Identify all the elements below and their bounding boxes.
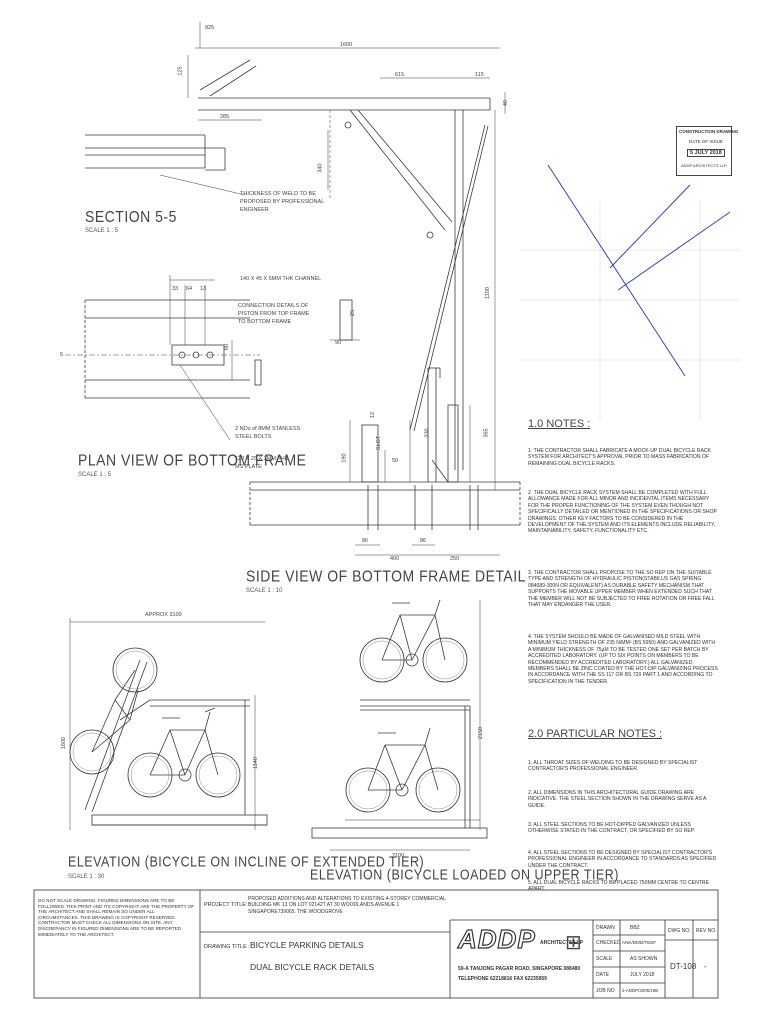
connection-callout: CONNECTION DETAILS OF PISTON FROM TOP FR… — [238, 303, 310, 325]
job-value: 2-ADDP/2005/19B — [622, 988, 659, 993]
dim-330: 330 — [424, 428, 431, 438]
drawing-title-1: BICYCLE PARKING DETAILS — [250, 940, 364, 950]
dim-125: 125 — [177, 66, 184, 76]
project-title: PROPOSED ADDITIONS AND ALTERATIONS TO EX… — [248, 896, 446, 915]
checked-value: ANK/DMD/TEEF — [622, 940, 657, 945]
dim-5: 5 — [60, 352, 64, 358]
dim-2150: 2150 — [478, 726, 485, 740]
drawn-value: BBZ — [630, 925, 640, 931]
side-view-drawing — [249, 367, 521, 556]
dim-190: 190 — [341, 453, 348, 463]
section-title: SECTION 5-5 — [85, 206, 177, 226]
section-scale: SCALE 1 : 5 — [85, 228, 119, 234]
particular-note-2: 2. ALL DIMENSIONS IN THIS ARCHITECTURAL … — [528, 790, 707, 809]
particular-note-4: 4. ALL STEEL SECTIONS TO BE DESIGNED BY … — [528, 850, 717, 869]
note-2: 2. THE DUAL BICYCLE RACK SYSTEM SHALL BE… — [528, 490, 717, 535]
stamp-date-label: DATE OF ISSUE — [689, 139, 723, 144]
elevation2-title: ELEVATION (BICYCLE LOADED ON UPPER TIER) — [310, 866, 619, 884]
dim-250: 250 — [450, 556, 460, 562]
dim-40: 40 — [503, 99, 510, 107]
dim-33: 33 — [172, 286, 179, 292]
dim-12: 12 — [370, 411, 377, 419]
dim-615: 615 — [395, 72, 405, 78]
drawn-label: DRAWN — [596, 925, 615, 931]
dim-1600-elev: 1600 — [61, 736, 68, 750]
dim-3100: APPROX 3100 — [145, 612, 182, 618]
plan-view-drawing — [65, 275, 360, 441]
drawing-title-2: DUAL BICYCLE RACK DETAILS — [250, 962, 375, 972]
weld-callout: THICKNESS OF WELD TO BE PROPOSED BY PROF… — [240, 191, 325, 213]
date-value: JULY 2018 — [630, 972, 655, 978]
job-label: JOB NO — [596, 988, 615, 994]
dim-50: 50 — [392, 458, 399, 464]
dim-1600: 1600 — [340, 42, 353, 48]
dim-60: 60 — [224, 343, 231, 351]
channel-callout: 140 X 45 X 5MM THK CHANNEL — [240, 276, 322, 282]
slot-label: SLOT — [376, 435, 383, 451]
stamp-title: CONSTRUCTION DRAWING — [679, 129, 739, 134]
elevation-upper-drawing — [311, 599, 488, 851]
dim-1140: 1140 — [252, 757, 259, 769]
disclaimer-text: DO NOT SCALE DRAWING. FIGURED DIMENSIONS… — [38, 898, 195, 937]
particular-note-5: 5. ALL DUAL BICYCLE RACKS TO BE PLACED 7… — [528, 880, 709, 893]
firm-phone: TELEPHONE 62218816 FAX 62235959 — [458, 976, 547, 982]
dim-115: 115 — [475, 72, 484, 78]
section-5-5-drawing — [85, 22, 506, 490]
notes-header: 1.0 NOTES : — [528, 418, 591, 430]
dim-925: 925 — [205, 25, 215, 31]
title-block-frame — [33, 889, 719, 999]
dim-1100: 1100 — [484, 287, 491, 299]
note-3: 3. THE CONTRACTOR SHALL PROPOSE TO THE S… — [528, 570, 715, 609]
side-title: SIDE VIEW OF BOTTOM FRAME DETAIL — [246, 566, 526, 586]
dwg-no-label: DWG NO. — [668, 928, 691, 934]
firm-address: 59-A TANJONG PAGAR ROAD, SINGAPORE 08848… — [458, 966, 581, 972]
rev-no-value: - — [704, 962, 707, 971]
chinese-seal-icon: ⊞ — [565, 932, 582, 954]
dim-90: 90 — [335, 340, 342, 346]
date-label: DATE — [596, 972, 609, 978]
construction-stamp: CONSTRUCTION DRAWING DATE OF ISSUE 5 JUL… — [676, 126, 738, 176]
particular-note-1: 1. ALL THROAT SIZES OF WELDING TO BE DES… — [528, 760, 698, 773]
plate-callout: 120 X 25 X 2MM THK MS PLATE — [235, 456, 289, 470]
bolts-callout: 2 NOs of 8MM STANLESS STEEL BOLTS — [235, 426, 301, 440]
scale-value: AS SHOWN — [630, 956, 658, 962]
dim-64: 64 — [186, 286, 193, 292]
drawing-title-label: DRAWING TITLE : — [204, 944, 250, 950]
note-1: 1. THE CONTRACTOR SHALL FABRICATE A MOCK… — [528, 448, 711, 467]
addp-logo: ADDP — [457, 923, 536, 954]
addp-logo-sub: ARCHITECTS LLP — [540, 940, 584, 946]
elevation1-title: ELEVATION (BICYCLE ON INCLINE OF EXTENDE… — [68, 853, 425, 871]
dwg-no-value: DT-108 — [670, 962, 697, 971]
stamp-date: 5 JULY 2018 — [687, 149, 725, 157]
dim-2100: 2100 — [392, 853, 405, 859]
rev-no-label: REV NO. — [696, 928, 717, 934]
dim-25: 25 — [350, 309, 357, 317]
dim-400: 400 — [390, 556, 400, 562]
dim-86-left: 86 — [362, 538, 369, 544]
elevation1-scale: SCALE 1 : 30 — [68, 874, 105, 880]
stamp-firm: ADDP ARCHITECTS LLP — [681, 163, 727, 168]
project-title-label: PROJECT TITLE: — [204, 902, 248, 908]
dim-13: 13 — [200, 286, 207, 292]
note-4: 4. THE SYSTEM SHOULD BE MADE OF GALVANIS… — [528, 634, 718, 685]
plan-scale: SCALE 1 : 5 — [78, 472, 112, 478]
particular-notes-header: 2.0 PARTICULAR NOTES : — [528, 728, 663, 740]
dim-285: 285 — [220, 114, 230, 120]
particular-note-3: 3. ALL STEEL SECTIONS TO BE HOT-DIPPED G… — [528, 822, 695, 835]
elevation-incline-drawing — [69, 618, 268, 830]
dim-365: 365 — [483, 428, 490, 438]
scale-label: SCALE — [596, 956, 613, 962]
side-scale: SCALE 1 : 10 — [246, 588, 283, 594]
plan-title: PLAN VIEW OF BOTTOM FRAME — [78, 450, 307, 470]
dim-86-right: 86 — [420, 538, 427, 544]
blue-ink-mark — [547, 164, 731, 377]
dim-340: 340 — [317, 163, 324, 173]
checked-label: CHECKED — [596, 940, 621, 946]
